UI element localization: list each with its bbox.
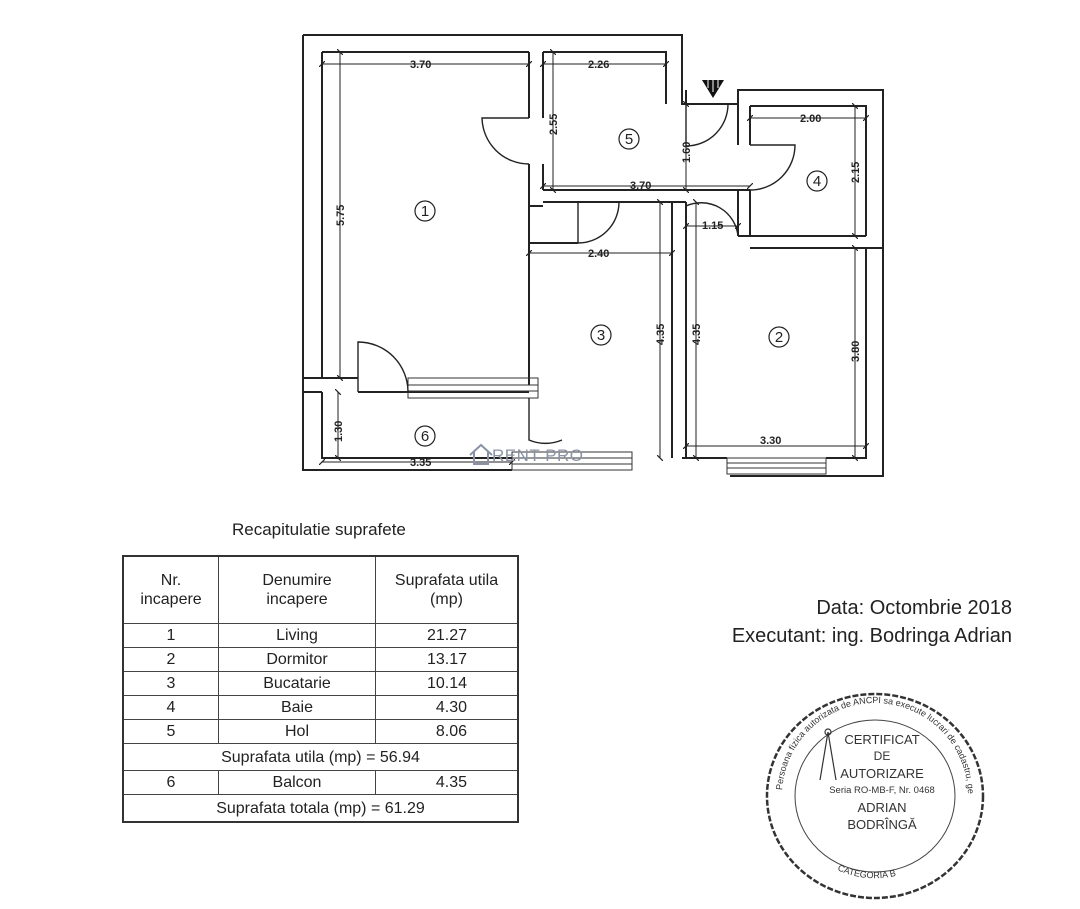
usable-area-total: Suprafata utila (mp) = 56.94 <box>122 743 519 771</box>
dim-label: 1.15 <box>702 220 723 232</box>
dim-label: 1.30 <box>333 421 345 442</box>
entrance-marker-icon <box>702 80 724 98</box>
dim-label: 2.40 <box>588 248 609 260</box>
date-line: Data: Octombrie 2018 <box>816 597 1012 619</box>
dim-label: 3.70 <box>630 180 651 192</box>
dim-label: 2.00 <box>800 113 821 125</box>
stamp-line: AUTORIZARE <box>840 766 924 781</box>
header-line: Suprafata utila <box>394 572 499 589</box>
stamp-inner-ring <box>794 719 956 873</box>
room-name-cell: Balcon <box>218 770 376 795</box>
room-area-cell: 13.17 <box>375 647 519 672</box>
table-row: 1 Living 21.27 <box>122 623 519 648</box>
room-area-cell: 4.30 <box>375 695 519 720</box>
room-name-cell: Living <box>218 623 376 648</box>
dim-label: 3.80 <box>850 341 862 362</box>
dim-label: 3.30 <box>760 435 781 447</box>
table-row: 6 Balcon 4.35 <box>122 770 519 795</box>
stamp-ring-bottom: CATEGORIA B <box>836 863 896 881</box>
table-title: Recapitulatie suprafete <box>232 520 406 539</box>
room-number-cell: 2 <box>122 647 219 672</box>
room-area-cell: 10.14 <box>375 671 519 696</box>
dimension-labels: 3.70 2.26 5.75 2.55 1.60 2.00 2.15 3.70 … <box>333 59 862 469</box>
room-number-labels: 1 2 3 4 5 6 <box>421 131 821 445</box>
header-usable-area: Suprafata utila (mp) <box>375 555 519 624</box>
header-line: Denumire <box>262 572 332 589</box>
house-icon <box>469 443 493 465</box>
header-line: (mp) <box>430 591 463 608</box>
total-area: Suprafata totala (mp) = 61.29 <box>122 794 519 823</box>
header-room-name: Denumire incapere <box>218 555 376 624</box>
room-area-cell: 4.35 <box>375 770 519 795</box>
watermark-text: RENT PRO <box>492 446 584 465</box>
dim-label: 5.75 <box>335 205 347 226</box>
subtotal-row: Suprafata utila (mp) = 56.94 <box>122 743 519 771</box>
table-row: 4 Baie 4.30 <box>122 695 519 720</box>
header-room-number: Nr. incapere <box>122 555 219 624</box>
header-line: Nr. <box>160 572 182 589</box>
dim-label: 3.70 <box>410 59 431 71</box>
compass-icon <box>819 728 837 781</box>
total-row: Suprafata totala (mp) = 61.29 <box>122 794 519 823</box>
room-number-cell: 6 <box>122 770 219 795</box>
room-numbers <box>414 128 828 447</box>
room-number-cell: 5 <box>122 719 219 744</box>
room-number: 2 <box>775 329 783 346</box>
stamp-line: Seria RO-MB-F, Nr. 0468 <box>829 785 935 796</box>
floor-plan: 3.70 2.26 5.75 2.55 1.60 2.00 2.15 3.70 … <box>302 34 884 477</box>
stamp-outer-ring <box>765 692 985 900</box>
stamp-line: BODRÎNGĂ <box>847 817 917 832</box>
table-row: 3 Bucatarie 10.14 <box>122 671 519 696</box>
room-number-cell: 1 <box>122 623 219 648</box>
stamp-line: DE <box>874 749 891 763</box>
room-number: 1 <box>421 203 429 220</box>
room-number-cell: 4 <box>122 695 219 720</box>
watermark: RENT PRO <box>469 443 584 465</box>
room-number: 4 <box>813 173 821 190</box>
room-area-cell: 21.27 <box>375 623 519 648</box>
room-name-cell: Baie <box>218 695 376 720</box>
document-meta: Data: Octombrie 2018 Executant: ing. Bod… <box>676 594 1012 650</box>
header-line: incapere <box>140 591 202 608</box>
room-name-cell: Dormitor <box>218 647 376 672</box>
area-summary-table: Nr. incapere Denumire incapere Suprafata… <box>122 555 519 823</box>
authorization-stamp: Persoana fizica autorizata de ANCPI sa e… <box>760 688 985 900</box>
table-row: 5 Hol 8.06 <box>122 719 519 744</box>
table-row: 2 Dormitor 13.17 <box>122 647 519 672</box>
room-name-cell: Hol <box>218 719 376 744</box>
header-line: incapere <box>266 591 328 608</box>
dimension-lines <box>322 52 866 462</box>
dim-label: 1.60 <box>681 142 693 163</box>
dim-label: 2.55 <box>548 114 560 135</box>
dim-label: 3.35 <box>410 457 431 469</box>
dim-label: 2.26 <box>588 59 609 71</box>
executant-line: Executant: ing. Bodringa Adrian <box>731 625 1012 647</box>
dim-label: 4.35 <box>655 324 667 345</box>
room-number-cell: 3 <box>122 671 219 696</box>
stamp-line: CERTIFICAT <box>844 732 919 747</box>
room-name-cell: Bucatarie <box>218 671 376 696</box>
stamp-line: ADRIAN <box>857 800 906 815</box>
room-number: 6 <box>421 428 429 445</box>
stamp-ring-text-bottom: CATEGORIA B <box>836 863 896 881</box>
dim-label: 2.15 <box>850 162 862 183</box>
room-number: 5 <box>625 131 633 148</box>
room-area-cell: 8.06 <box>375 719 519 744</box>
dim-label: 4.35 <box>691 324 703 345</box>
room-number: 3 <box>597 327 605 344</box>
